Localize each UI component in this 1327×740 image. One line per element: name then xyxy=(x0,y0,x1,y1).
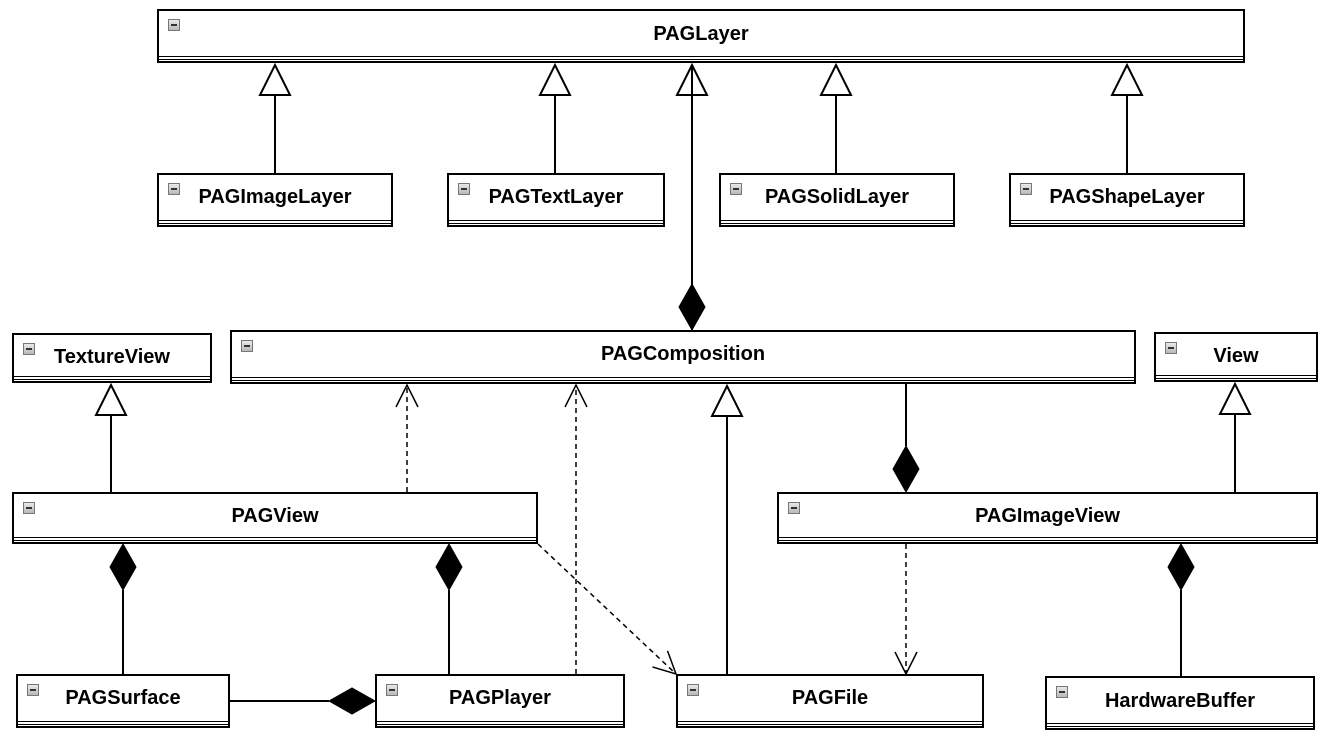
class-name: PAGLayer xyxy=(653,23,749,45)
inheritance-arrowhead xyxy=(819,62,853,96)
composition-diamond xyxy=(327,687,377,715)
inheritance-arrowhead xyxy=(1110,62,1144,96)
relation-composition-pag_composition-to-pag_image_view xyxy=(892,382,920,494)
collapse-icon[interactable] xyxy=(23,502,35,514)
relation-composition-hardware_buffer-to-pag_image_view xyxy=(1167,542,1195,676)
composition-diamond xyxy=(678,282,706,332)
collapse-icon[interactable] xyxy=(458,183,470,195)
class-name: View xyxy=(1213,345,1259,367)
class-name: PAGFile xyxy=(791,687,869,709)
relation-inheritance-pag_solid_layer-to-pag_layer xyxy=(819,62,853,173)
class-name: PAGTextLayer xyxy=(488,186,624,208)
relation-inheritance-pag_text_layer-to-pag_layer xyxy=(538,62,572,173)
class-name: PAGImageView xyxy=(975,505,1120,527)
class-name: HardwareBuffer xyxy=(1104,690,1256,712)
relation-dependency-pag_view-to-pag_composition xyxy=(395,383,419,492)
relation-composition-pag_player-to-pag_view xyxy=(435,542,463,674)
class-pag-file[interactable]: PAGFile xyxy=(676,674,984,728)
dependency-arrowhead xyxy=(564,383,588,408)
class-pag-composition[interactable]: PAGComposition xyxy=(230,330,1136,384)
class-name: PAGView xyxy=(231,505,319,527)
class-pag-player[interactable]: PAGPlayer xyxy=(375,674,625,728)
class-pag-view[interactable]: PAGView xyxy=(12,492,538,544)
class-hardware-buffer[interactable]: HardwareBuffer xyxy=(1045,676,1315,730)
class-pag-image-view[interactable]: PAGImageView xyxy=(777,492,1318,544)
class-texture-view[interactable]: TextureView xyxy=(12,333,212,383)
composition-diamond xyxy=(435,542,463,592)
class-pag-text-layer[interactable]: PAGTextLayer xyxy=(447,173,665,227)
collapse-icon[interactable] xyxy=(241,340,253,352)
collapse-icon[interactable] xyxy=(23,343,35,355)
collapse-icon[interactable] xyxy=(788,502,800,514)
collapse-icon[interactable] xyxy=(1056,686,1068,698)
collapse-icon[interactable] xyxy=(1020,183,1032,195)
composition-diamond xyxy=(109,542,137,592)
relation-inheritance-pag_view-to-texture_view xyxy=(94,382,128,492)
relation-dependency-pag_view-to-pag_file xyxy=(537,543,678,676)
inheritance-arrowhead xyxy=(258,62,292,96)
collapse-icon[interactable] xyxy=(168,183,180,195)
relation-inheritance-pag_image_view-to-view xyxy=(1218,381,1252,492)
composition-diamond xyxy=(1167,542,1195,592)
collapse-icon[interactable] xyxy=(27,684,39,696)
relation-inheritance-pag_shape_layer-to-pag_layer xyxy=(1110,62,1144,173)
relation-inheritance-pag_image_layer-to-pag_layer xyxy=(258,62,292,173)
class-name: PAGPlayer xyxy=(449,687,551,709)
inheritance-arrowhead xyxy=(94,382,128,416)
class-name: PAGImageLayer xyxy=(198,186,352,208)
class-pag-solid-layer[interactable]: PAGSolidLayer xyxy=(719,173,955,227)
inheritance-arrowhead xyxy=(538,62,572,96)
class-name: PAGSolidLayer xyxy=(764,186,910,208)
collapse-icon[interactable] xyxy=(1165,342,1177,354)
relation-composition-pag_layer-to-pag_composition xyxy=(678,65,706,332)
dependency-arrowhead xyxy=(395,383,419,408)
class-pag-shape-layer[interactable]: PAGShapeLayer xyxy=(1009,173,1245,227)
class-pag-layer[interactable]: PAGLayer xyxy=(157,9,1245,63)
collapse-icon[interactable] xyxy=(168,19,180,31)
class-name: TextureView xyxy=(54,346,170,368)
class-pag-image-layer[interactable]: PAGImageLayer xyxy=(157,173,393,227)
inheritance-arrowhead xyxy=(1218,381,1252,415)
collapse-icon[interactable] xyxy=(386,684,398,696)
relation-inheritance-pag_file-to-pag_composition xyxy=(710,383,744,674)
relation-composition-pag_surface-to-pag_view xyxy=(109,542,137,674)
relation-dependency-pag_image_view-to-pag_file xyxy=(894,544,918,676)
class-view[interactable]: View xyxy=(1154,332,1318,382)
relation-dependency-pag_player-to-pag_composition xyxy=(564,383,588,674)
relation-composition-pag_surface-to-pag_player xyxy=(230,687,377,715)
class-pag-surface[interactable]: PAGSurface xyxy=(16,674,230,728)
collapse-icon[interactable] xyxy=(687,684,699,696)
collapse-icon[interactable] xyxy=(730,183,742,195)
class-name: PAGShapeLayer xyxy=(1049,186,1205,208)
inheritance-arrowhead xyxy=(710,383,744,417)
class-name: PAGSurface xyxy=(65,687,181,709)
composition-diamond xyxy=(892,444,920,494)
dependency-line xyxy=(537,543,677,675)
class-name: PAGComposition xyxy=(600,343,766,365)
